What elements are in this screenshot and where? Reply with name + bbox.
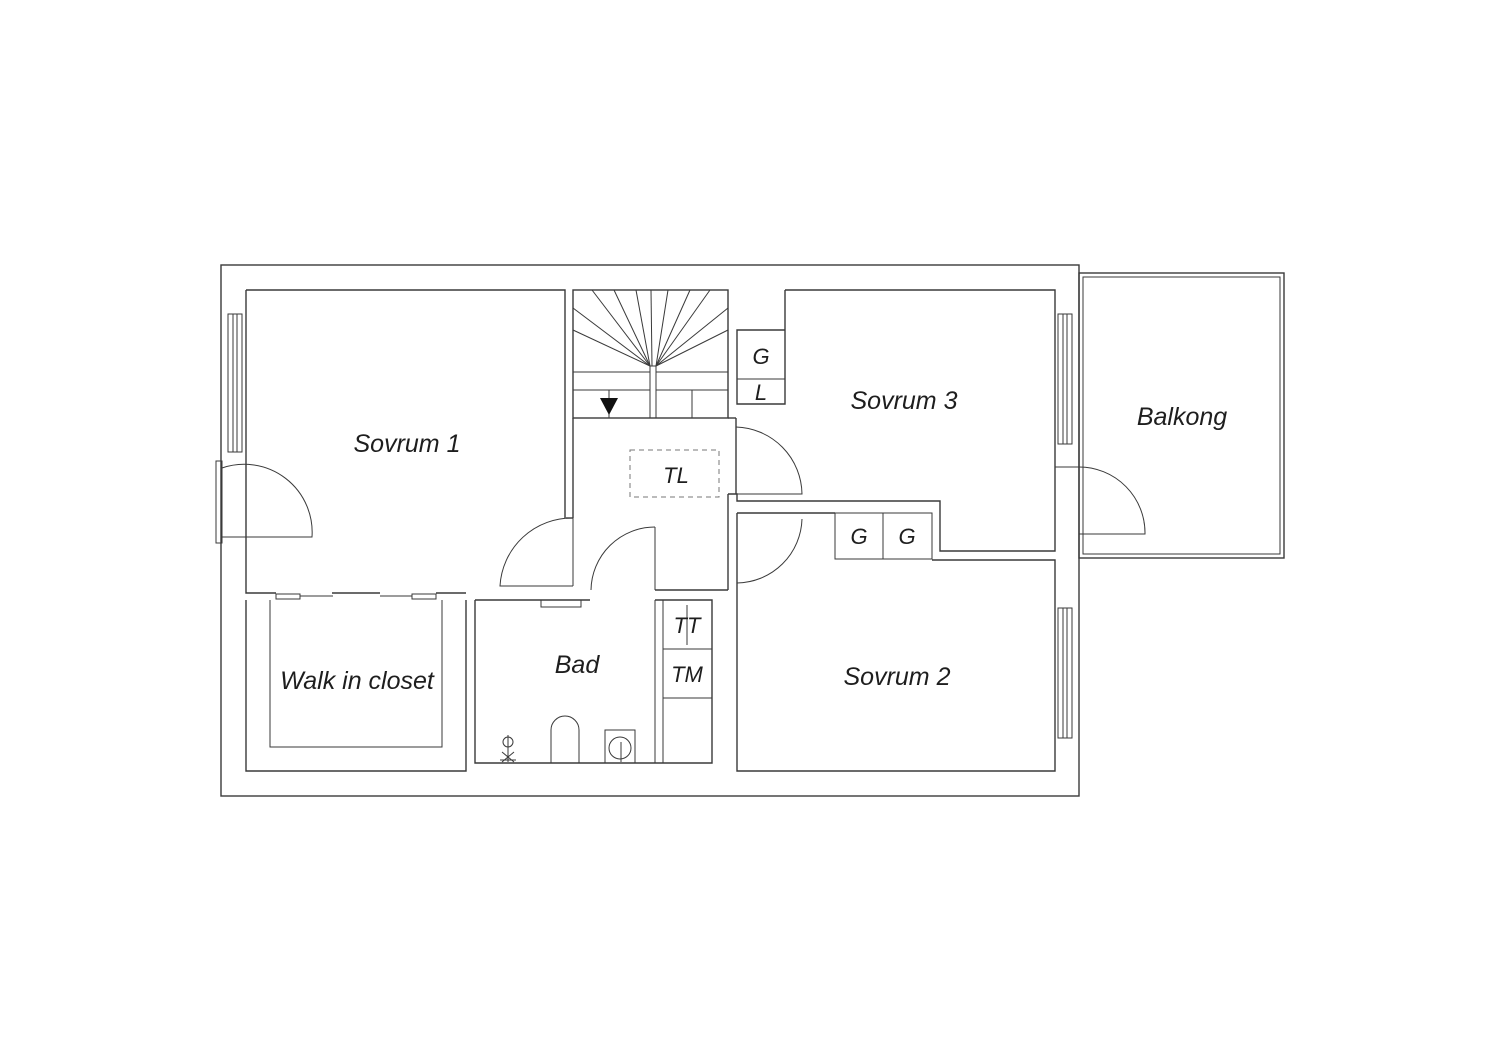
closet-g-top-label: G	[752, 344, 769, 369]
room-sovrum-3: G L	[728, 289, 1056, 552]
hatch-tl: TL	[629, 449, 720, 498]
window-sovrum-2	[1057, 607, 1073, 739]
closet-l-top-label: L	[755, 380, 767, 405]
door-sovrum-1-hall	[499, 517, 574, 587]
closet-g2-label: G	[898, 524, 915, 549]
door-sovrum-2	[736, 513, 803, 584]
room-label-walk-in-closet: Walk in closet	[280, 667, 435, 695]
room-sovrum-1	[245, 289, 566, 594]
closet-g1-label: G	[850, 524, 867, 549]
door-sovrum-3	[735, 426, 803, 495]
room-label-bad: Bad	[555, 651, 601, 679]
door-sovrum-1	[215, 460, 313, 544]
room-bad: TT TM	[474, 599, 713, 764]
tt-label: TT	[674, 613, 702, 638]
stair-arrow-icon	[600, 398, 618, 415]
tm-label: TM	[671, 662, 703, 687]
door-bad	[590, 511, 729, 591]
room-label-sovrum-3: Sovrum 3	[851, 387, 958, 415]
sink-icon	[604, 729, 636, 764]
staircase	[572, 289, 729, 419]
door-balkong	[1055, 466, 1146, 535]
toilet-icon	[550, 715, 580, 763]
hatch-tl-label: TL	[663, 463, 689, 488]
bad-door-sill	[540, 599, 582, 608]
closet-door-left	[275, 593, 301, 600]
room-sovrum-2: G G	[736, 512, 1056, 772]
room-label-balkong: Balkong	[1137, 403, 1227, 431]
room-label-sovrum-2: Sovrum 2	[844, 663, 951, 691]
closet-door-right	[411, 593, 437, 600]
room-label-sovrum-1: Sovrum 1	[354, 430, 461, 458]
window-sovrum-3	[1057, 313, 1073, 445]
shower-icon	[500, 735, 516, 763]
room-walk-in-closet	[245, 593, 467, 772]
hall-walls	[572, 417, 737, 518]
window-left	[227, 313, 243, 453]
